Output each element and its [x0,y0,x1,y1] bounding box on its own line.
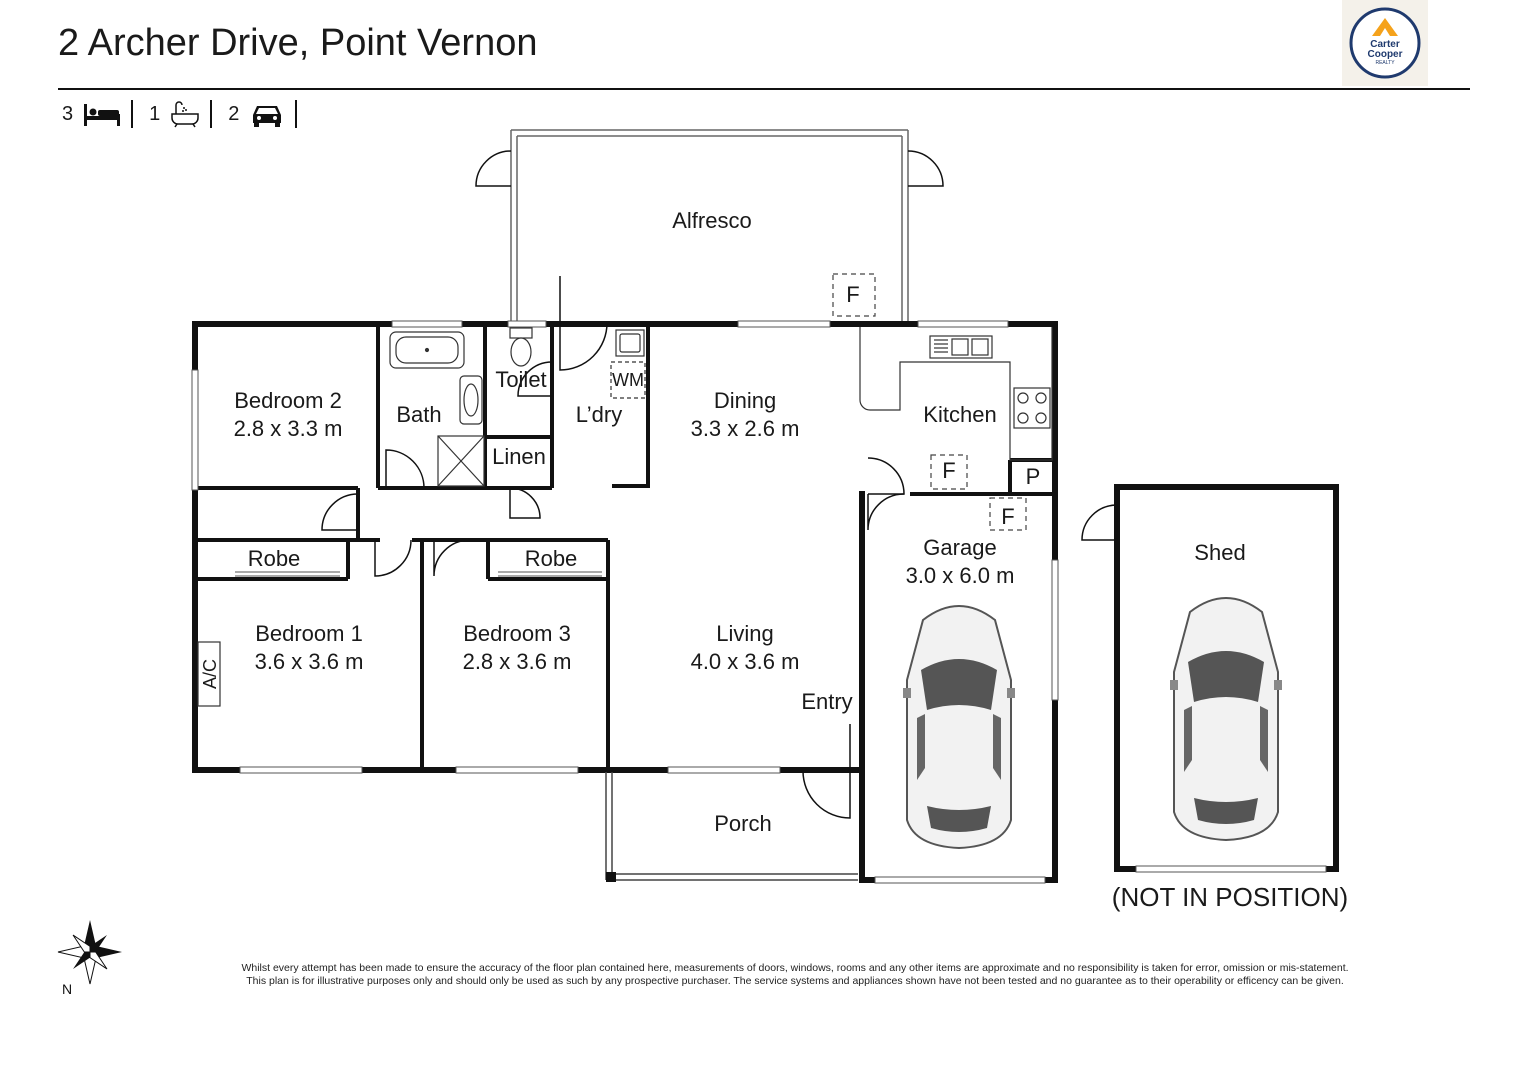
bed-icon [84,104,121,126]
windows [191,320,1059,884]
shed-note: (NOT IN POSITION) [1112,882,1348,912]
bathrooms-count: 1 [149,102,161,125]
bedroom1-label: Bedroom 1 [255,621,363,646]
garage-label: Garage [923,535,996,560]
entry-label: Entry [801,689,852,714]
ac-label: A/C [200,659,220,689]
fridge-spaces [832,273,1027,531]
carter-cooper-logo: Carter Cooper REALTY [1342,0,1428,86]
property-address: 2 Archer Drive, Point Vernon [58,22,538,64]
shed-car-icon [1170,597,1282,842]
disclaimer-line-1: Whilst every attempt has been made to en… [241,962,1349,974]
garage-car-icon [903,605,1015,850]
garage-size: 3.0 x 6.0 m [906,563,1015,588]
bedrooms-count: 3 [62,102,74,125]
alfresco-fridge-label: F [846,282,859,307]
wm-label: WM [612,370,644,390]
alfresco-label: Alfresco [672,208,751,233]
bathrooms-feature: 1 [149,100,228,128]
feature-separator [131,100,134,128]
property-features: 3 1 2 [62,98,313,130]
car-icon [253,106,282,127]
bedroom3-label: Bedroom 3 [463,621,571,646]
logo-text-cooper: Cooper [1368,49,1403,60]
robe-sliders [235,571,602,577]
toilet-label: Toilet [495,367,546,392]
porch-label: Porch [714,811,771,836]
robe1-label: Robe [248,546,301,571]
bedroom1-size: 3.6 x 3.6 m [255,649,364,674]
porch-outline [605,772,858,881]
kitchen-fridge-label: F [942,458,955,483]
cars-feature: 2 [228,100,313,128]
robe3-label: Robe [525,546,578,571]
compass-icon: N [57,920,122,997]
feature-separator [295,100,298,128]
cars-count: 2 [228,102,240,125]
bath-fixtures [389,331,485,487]
garage-fridge-label: F [1001,504,1014,529]
logo-text-carter: Carter [1370,39,1400,50]
disclaimer-line-2: This plan is for illustrative purposes o… [246,975,1344,987]
linen-label: Linen [492,444,546,469]
feature-separator [210,100,213,128]
door-swings [321,276,905,819]
kitchen-bench [859,327,1053,461]
laundry-label: L’dry [576,402,622,427]
header-rule [58,88,1470,90]
alfresco-door-swings [475,150,944,187]
dining-label: Dining [714,388,776,413]
shed-door-swing [1081,504,1118,541]
disclaimer: Whilst every attempt has been made to en… [150,962,1440,988]
bedrooms-feature: 3 [62,100,149,128]
logo-text-realty: REALTY [1375,60,1395,66]
kitchen-label: Kitchen [923,402,996,427]
living-label: Living [716,621,773,646]
toilet-fixture [509,327,533,367]
living-size: 4.0 x 3.6 m [691,649,800,674]
bedroom3-size: 2.8 x 3.6 m [463,649,572,674]
interior-walls [197,324,1055,770]
bath-label: Bath [396,402,441,427]
shed-label: Shed [1194,540,1245,565]
bedroom2-label: Bedroom 2 [234,388,342,413]
ac-unit [197,641,221,707]
bedroom2-size: 2.8 x 3.3 m [234,416,343,441]
compass-north-label: N [62,981,72,997]
pantry-label: P [1026,464,1041,489]
dining-size: 3.3 x 2.6 m [691,416,800,441]
bath-icon [171,101,199,128]
alfresco-outline [510,129,909,322]
laundry-fixtures [610,329,646,399]
